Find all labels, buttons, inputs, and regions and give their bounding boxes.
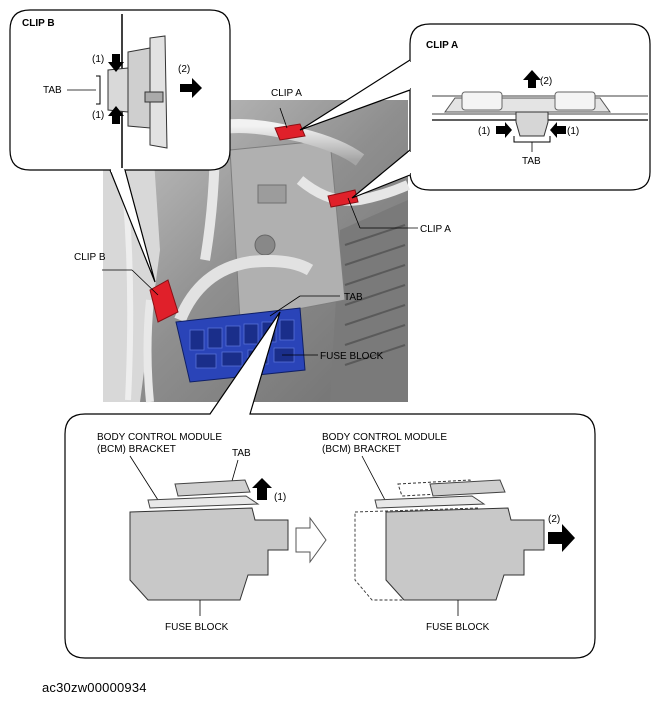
detail-left-step1: (1) — [274, 492, 286, 503]
label-clip-a-right: CLIP A — [420, 224, 451, 235]
label-fuse-block: FUSE BLOCK — [320, 351, 384, 362]
detail-left-tab: TAB — [232, 448, 251, 459]
clip-a-callout: CLIP A TAB (2) (1) (1) — [299, 23, 651, 199]
clip-a-tab-label: TAB — [522, 156, 541, 167]
clip-a-step1-left: (1) — [478, 126, 490, 137]
arrow-down-icon — [108, 54, 124, 72]
photo-leaders — [102, 107, 418, 356]
detail-left-bracket-line1: BODY CONTROL MODULE — [97, 432, 222, 443]
detail-left-bracket-line2: (BCM) BRACKET — [97, 444, 176, 455]
clip-a-step2: (2) — [540, 76, 552, 87]
arrow-right-icon — [180, 78, 202, 98]
clip-b-step1-bottom: (1) — [92, 110, 104, 121]
clip-b-step1-top: (1) — [92, 54, 104, 65]
arrow-up-icon — [252, 478, 272, 500]
fuse-block-detail-callout: BODY CONTROL MODULE (BCM) BRACKET TAB (1… — [64, 311, 596, 659]
detail-right-fuse-block: FUSE BLOCK — [426, 622, 490, 633]
label-clip-a-top: CLIP A — [271, 88, 302, 99]
label-tab: TAB — [344, 292, 363, 303]
label-clip-b: CLIP B — [74, 252, 106, 263]
transition-arrow-icon — [295, 516, 327, 564]
arrow-up-icon — [108, 106, 124, 124]
arrow-right-icon — [496, 122, 512, 138]
photo-labels: CLIP A CLIP A CLIP B TAB FUSE BLOCK — [74, 88, 451, 362]
arrow-left-icon — [550, 122, 566, 138]
clip-a-title: CLIP A — [426, 40, 458, 51]
detail-right-bracket-line1: BODY CONTROL MODULE — [322, 432, 447, 443]
arrow-up-icon — [523, 70, 541, 88]
figure-id: ac30zw00000934 — [42, 680, 147, 695]
clip-b-title: CLIP B — [22, 18, 55, 29]
clip-b-callout: CLIP B TAB (1) (1) (2) — [9, 9, 231, 283]
arrow-right-icon — [548, 524, 575, 552]
clip-b-tab-label: TAB — [43, 85, 62, 96]
clip-b-step2: (2) — [178, 64, 190, 75]
detail-right-bracket-line2: (BCM) BRACKET — [322, 444, 401, 455]
detail-right-step2: (2) — [548, 514, 560, 525]
clip-a-step1-right: (1) — [567, 126, 579, 137]
detail-left-fuse-block: FUSE BLOCK — [165, 622, 229, 633]
